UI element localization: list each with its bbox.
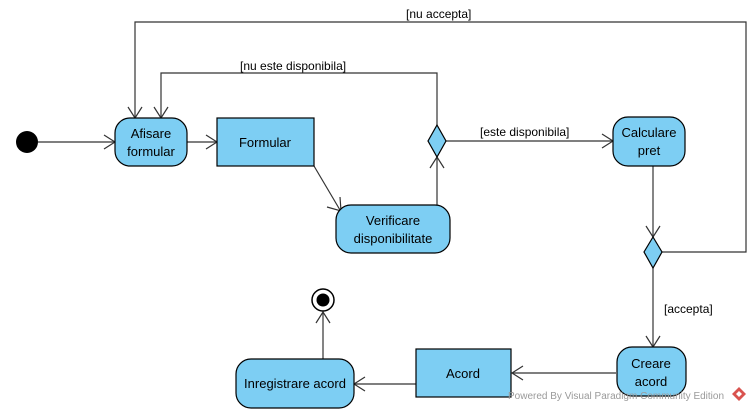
- node-label-line2: acord: [635, 374, 668, 389]
- node-label: Acord: [446, 366, 480, 381]
- action-inregistrare-acord[interactable]: Inregistrare acord: [235, 358, 355, 409]
- guard-nu-este-disponibila: [nu este disponibila]: [240, 59, 346, 73]
- node-label-line1: Verificare: [366, 213, 420, 228]
- action-afisare-formular[interactable]: Afisare formular: [114, 117, 188, 167]
- action-calculare-pret[interactable]: Calculare pret: [612, 116, 686, 167]
- guard-nu-accepta: [nu accepta]: [406, 7, 471, 21]
- object-acord[interactable]: Acord: [415, 348, 512, 398]
- edge-formular-to-verificare: [313, 165, 341, 211]
- guard-este-disponibila: [este disponibila]: [480, 125, 569, 139]
- initial-node: [16, 131, 38, 153]
- node-label-line2: pret: [638, 143, 661, 158]
- decision-node-disponibilitate[interactable]: [427, 123, 447, 159]
- object-formular[interactable]: Formular: [216, 117, 315, 167]
- edge-decision1-to-afisare: [160, 72, 438, 125]
- node-label: Inregistrare acord: [244, 376, 346, 391]
- arrowhead: [510, 365, 524, 381]
- node-label-line2: formular: [127, 144, 175, 159]
- watermark-text: Powered By Visual Paradigm Community Edi…: [508, 391, 724, 402]
- node-label-line1: Calculare: [622, 125, 677, 140]
- action-verificare-disponibilitate[interactable]: Verificare disponibilitate: [335, 204, 451, 254]
- action-creare-acord[interactable]: Creare acord: [616, 346, 687, 397]
- arrowhead: [315, 310, 331, 324]
- edge-decision2-to-afisare: [134, 21, 747, 253]
- node-label-line1: Afisare: [131, 126, 171, 141]
- visual-paradigm-logo-icon: [732, 387, 746, 401]
- node-label: Formular: [239, 135, 292, 150]
- decision-node-acceptare[interactable]: [643, 235, 663, 270]
- node-label-line1: Creare: [631, 356, 671, 371]
- final-node: [311, 288, 335, 312]
- guard-accepta: [accepta]: [664, 302, 713, 316]
- node-label-line2: disponibilitate: [354, 231, 433, 246]
